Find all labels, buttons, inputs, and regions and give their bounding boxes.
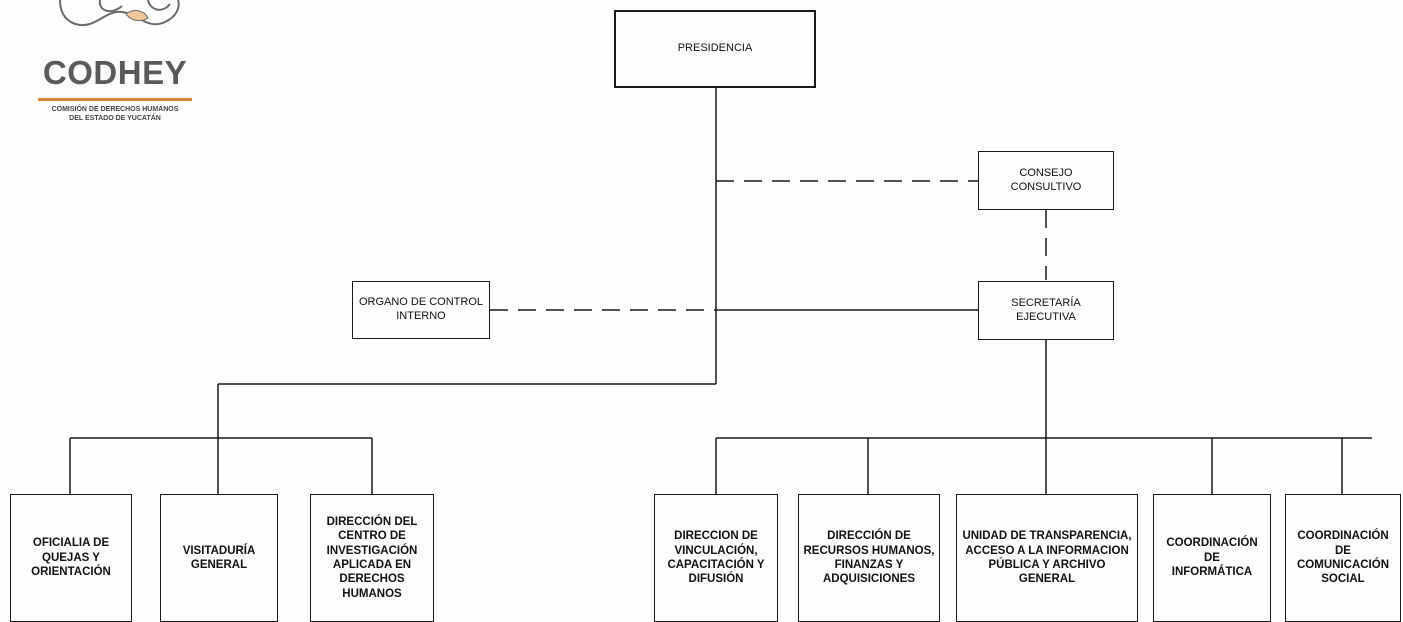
node-oficialia-quejas: OFICIALIA DE QUEJAS Y ORIENTACIÓN: [10, 494, 132, 622]
node-visitaduria-general: VISITADURÍA GENERAL: [160, 494, 278, 622]
codhey-logo-emblem: [59, 0, 180, 26]
logo-subtitle-line1: COMISIÓN DE DERECHOS HUMANOS: [51, 106, 179, 113]
node-direccion-centro-investigacion: DIRECCIÓN DEL CENTRO DE INVESTIGACIÓN AP…: [310, 494, 434, 622]
node-direccion-recursos-humanos: DIRECCIÓN DE RECURSOS HUMANOS, FINANZAS …: [798, 494, 940, 622]
node-secretaria-ejecutiva: SECRETARÍA EJECUTIVA: [978, 281, 1114, 340]
node-coordinacion-informatica: COORDINACIÓN DE INFORMÁTICA: [1153, 494, 1271, 622]
node-consejo-consultivo: CONSEJO CONSULTIVO: [978, 151, 1114, 210]
node-direccion-vinculacion: DIRECCION DE VINCULACIÓN, CAPACITACIÓN Y…: [654, 494, 778, 622]
logo-accent-bar: [38, 98, 192, 101]
node-presidencia: PRESIDENCIA: [614, 10, 816, 88]
node-unidad-transparencia: UNIDAD DE TRANSPARENCIA, ACCESO A LA INF…: [956, 494, 1138, 622]
node-coordinacion-comunicacion: COORDINACIÓN DE COMUNICACIÓN SOCIAL: [1285, 494, 1401, 622]
node-organo-control-interno: ORGANO DE CONTROL INTERNO: [352, 281, 490, 339]
logo-wordmark: CODHEY: [42, 54, 188, 91]
logo-subtitle-line2: DEL ESTADO DE YUCATÁN: [69, 115, 161, 122]
